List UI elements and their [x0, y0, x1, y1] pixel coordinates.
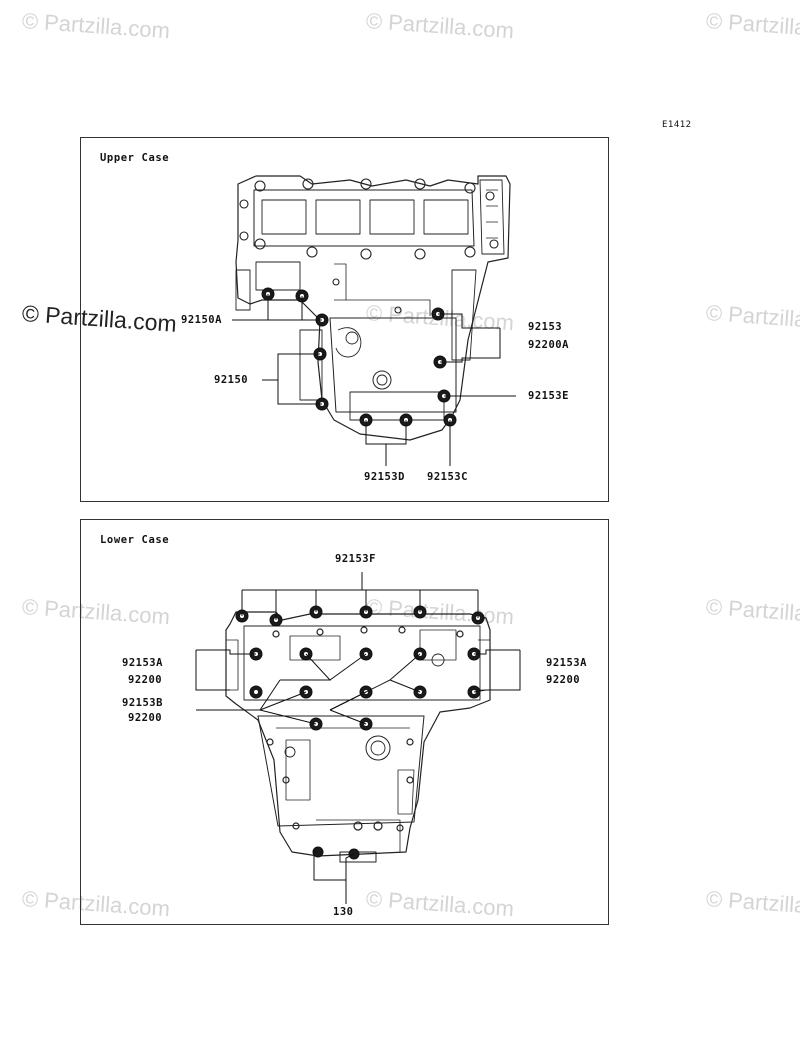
callout-92153E: 92153E	[528, 390, 569, 402]
callout-92153: 92153	[528, 321, 563, 333]
lower-case-title: Lower Case	[100, 534, 170, 546]
callout-130: 130	[333, 906, 354, 918]
callout-92200A: 92200A	[528, 339, 569, 351]
upper-case-title: Upper Case	[100, 152, 170, 164]
callout-92153F: 92153F	[335, 553, 376, 565]
callout-right-92153A: 92153A	[546, 657, 587, 669]
callout-92153D: 92153D	[364, 471, 405, 483]
callout-92153C: 92153C	[427, 471, 468, 483]
callout-left-92153A: 92153A	[122, 657, 163, 669]
callout-left-92153B: 92153B	[122, 697, 163, 709]
callout-92150A: 92150A	[181, 314, 222, 326]
upper-case-panel	[80, 137, 609, 502]
callout-left-92200-b: 92200	[128, 712, 163, 724]
callout-left-92200-a: 92200	[128, 674, 163, 686]
callout-right-92200: 92200	[546, 674, 581, 686]
lower-case-panel	[80, 519, 609, 925]
diagram-id: E1412	[662, 120, 692, 130]
callout-92150: 92150	[214, 374, 249, 386]
